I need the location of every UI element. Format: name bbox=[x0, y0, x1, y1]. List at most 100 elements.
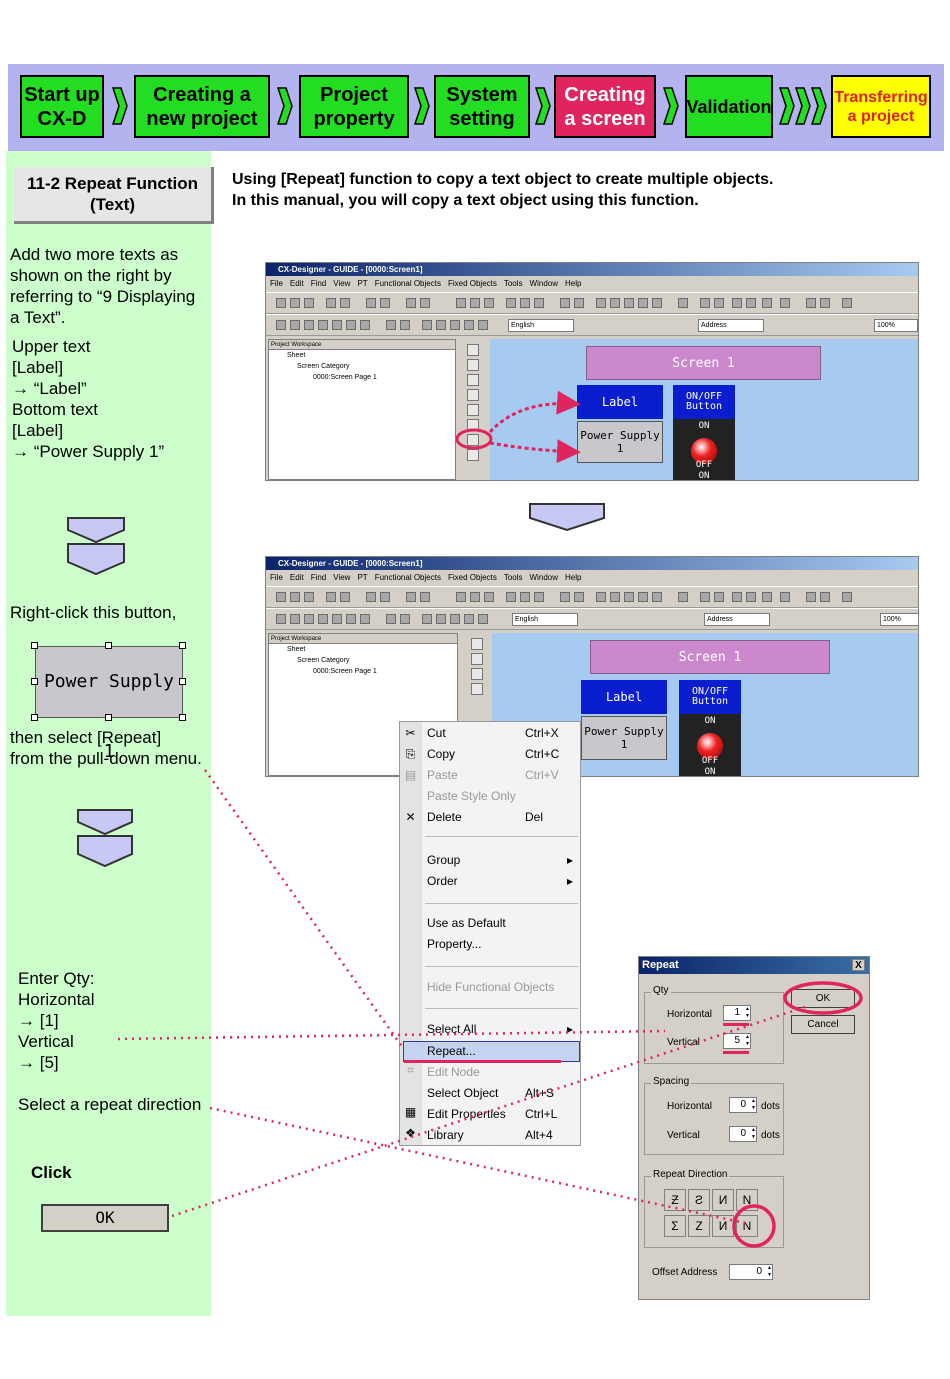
transfer-icon[interactable] bbox=[732, 592, 742, 602]
spacing-vertical-input[interactable]: 0 bbox=[729, 1126, 757, 1142]
arc-icon[interactable] bbox=[346, 614, 356, 624]
menu-item-property[interactable]: Property... bbox=[427, 937, 482, 951]
save-icon[interactable] bbox=[304, 298, 314, 308]
ok-button-sample[interactable]: OK bbox=[41, 1204, 169, 1232]
cut-icon[interactable] bbox=[596, 592, 606, 602]
tool-icon[interactable] bbox=[806, 298, 816, 308]
cut-icon[interactable] bbox=[596, 298, 606, 308]
redo-icon[interactable] bbox=[574, 298, 584, 308]
rectangle-icon[interactable] bbox=[276, 614, 286, 624]
test-icon[interactable] bbox=[714, 298, 724, 308]
align-icon[interactable] bbox=[484, 298, 494, 308]
doc-icon[interactable] bbox=[534, 298, 544, 308]
qty-vertical-input[interactable]: 5 bbox=[723, 1033, 751, 1049]
menu-pt[interactable]: PT bbox=[357, 573, 368, 582]
language-combo[interactable]: English bbox=[508, 319, 574, 332]
delete-icon[interactable] bbox=[638, 298, 648, 308]
doc-icon[interactable] bbox=[780, 298, 790, 308]
folder-icon[interactable] bbox=[762, 298, 772, 308]
layer-icon[interactable] bbox=[478, 320, 488, 330]
menu-view[interactable]: View bbox=[333, 279, 351, 288]
menu-file[interactable]: File bbox=[270, 279, 283, 288]
tool-icon[interactable] bbox=[820, 592, 830, 602]
fixed-object-icon[interactable] bbox=[471, 683, 483, 695]
sector-icon[interactable] bbox=[360, 614, 370, 624]
layer-icon[interactable] bbox=[478, 614, 488, 624]
folder-icon[interactable] bbox=[746, 298, 756, 308]
menu-find[interactable]: Find bbox=[310, 573, 327, 582]
menu-help[interactable]: Help bbox=[565, 573, 582, 582]
direction-z-reverse-icon[interactable]: Ƨ bbox=[688, 1189, 710, 1211]
layer-icon[interactable] bbox=[436, 320, 446, 330]
screen-title-object[interactable]: Screen 1 bbox=[590, 640, 830, 674]
binoculars-icon[interactable] bbox=[678, 298, 688, 308]
menu-item-use-as-default[interactable]: Use as Default bbox=[427, 916, 506, 930]
fixed-object-icon[interactable] bbox=[467, 344, 479, 356]
screen-title-object[interactable]: Screen 1 bbox=[586, 346, 821, 380]
onoff-lamp-object[interactable]: ON OFF ON bbox=[679, 714, 741, 776]
test-icon[interactable] bbox=[714, 592, 724, 602]
layer-icon[interactable] bbox=[422, 320, 432, 330]
copy-icon[interactable] bbox=[610, 592, 620, 602]
align-icon[interactable] bbox=[386, 320, 396, 330]
doc-icon[interactable] bbox=[780, 592, 790, 602]
grid-icon[interactable] bbox=[406, 298, 416, 308]
align-icon[interactable] bbox=[470, 298, 480, 308]
fixed-object-icon[interactable] bbox=[467, 434, 479, 446]
grid-icon[interactable] bbox=[406, 592, 416, 602]
align-icon[interactable] bbox=[400, 320, 410, 330]
qty-horizontal-input[interactable]: 1 bbox=[723, 1005, 751, 1021]
menu-window[interactable]: Window bbox=[529, 573, 558, 582]
doc-icon[interactable] bbox=[506, 298, 516, 308]
menu-tools[interactable]: Tools bbox=[503, 573, 523, 582]
fixed-object-icon[interactable] bbox=[467, 359, 479, 371]
cancel-button[interactable]: Cancel bbox=[791, 1015, 855, 1034]
ok-button[interactable]: OK bbox=[791, 989, 855, 1008]
align-icon[interactable] bbox=[484, 592, 494, 602]
menu-file[interactable]: File bbox=[270, 573, 283, 582]
undo-icon[interactable] bbox=[560, 592, 570, 602]
zoom-combo[interactable]: 100% bbox=[874, 319, 918, 332]
menu-view[interactable]: View bbox=[333, 573, 351, 582]
doc-icon[interactable] bbox=[534, 592, 544, 602]
menu-edit[interactable]: Edit bbox=[289, 573, 304, 582]
help-icon[interactable] bbox=[842, 592, 852, 602]
preview-icon[interactable] bbox=[380, 592, 390, 602]
menu-find[interactable]: Find bbox=[310, 279, 327, 288]
arc-icon[interactable] bbox=[346, 320, 356, 330]
check-icon[interactable] bbox=[700, 592, 710, 602]
align-icon[interactable] bbox=[456, 298, 466, 308]
layer-icon[interactable] bbox=[464, 614, 474, 624]
save-icon[interactable] bbox=[304, 592, 314, 602]
paste-icon[interactable] bbox=[624, 298, 634, 308]
direction-n-icon[interactable]: И bbox=[712, 1189, 734, 1211]
close-button[interactable]: X bbox=[852, 959, 865, 971]
polygon-icon[interactable] bbox=[332, 320, 342, 330]
label-object[interactable]: Label bbox=[581, 680, 667, 714]
zoom-combo[interactable]: 100% bbox=[880, 613, 918, 626]
sector-icon[interactable] bbox=[360, 320, 370, 330]
direction-n-down-reverse-icon[interactable]: N bbox=[736, 1215, 758, 1237]
layer-icon[interactable] bbox=[450, 320, 460, 330]
menu-item-repeat[interactable]: Repeat... bbox=[427, 1044, 476, 1058]
grid-icon[interactable] bbox=[420, 592, 430, 602]
print-icon[interactable] bbox=[366, 592, 376, 602]
menu-item-edit-node[interactable]: Edit Node bbox=[427, 1065, 480, 1079]
align-icon[interactable] bbox=[400, 614, 410, 624]
address-combo[interactable]: Address bbox=[704, 613, 770, 626]
menu-item-select-all[interactable]: Select All▸ bbox=[427, 1022, 573, 1036]
grid-icon[interactable] bbox=[420, 298, 430, 308]
line-icon[interactable] bbox=[304, 320, 314, 330]
polyline-icon[interactable] bbox=[318, 614, 328, 624]
doc-icon[interactable] bbox=[520, 298, 530, 308]
fixed-object-icon[interactable] bbox=[467, 389, 479, 401]
tree-screen-category[interactable]: Screen Category bbox=[297, 657, 350, 664]
tool-icon[interactable] bbox=[820, 298, 830, 308]
onoff-lamp-object[interactable]: ON OFF ON bbox=[673, 419, 735, 480]
label-object[interactable]: Label bbox=[577, 385, 663, 419]
tree-screen-page[interactable]: 0000:Screen Page 1 bbox=[313, 668, 377, 675]
